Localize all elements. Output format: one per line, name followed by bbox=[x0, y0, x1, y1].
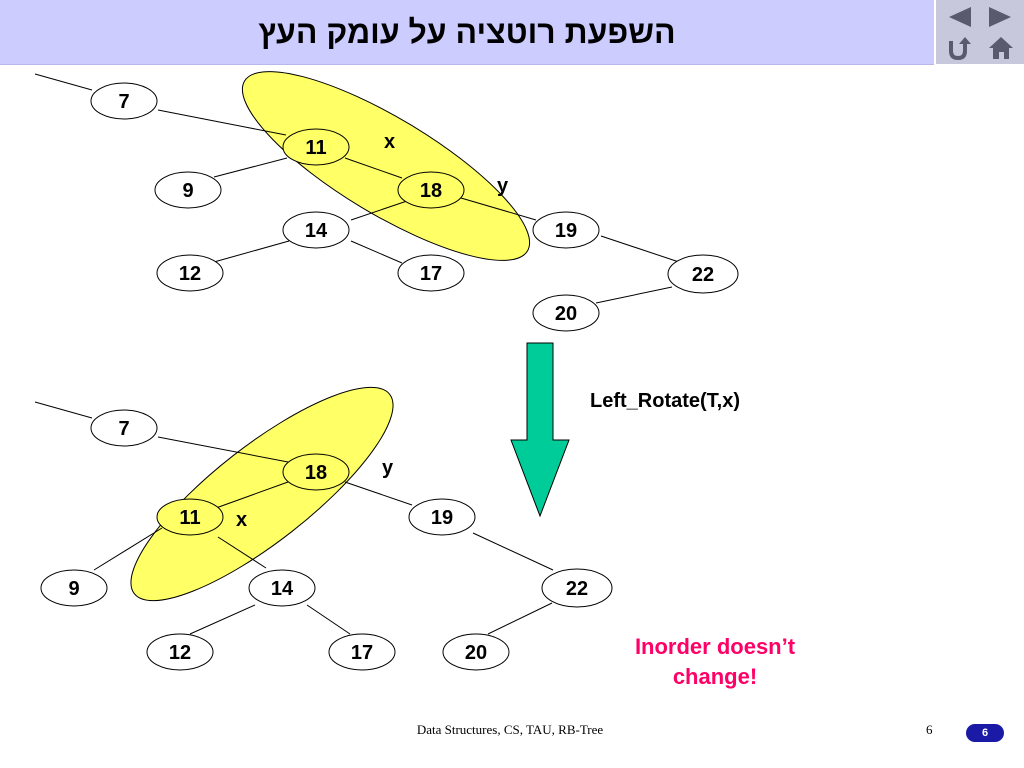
edge bbox=[600, 235, 680, 263]
note-line: change! bbox=[672, 664, 758, 689]
edge bbox=[350, 240, 403, 264]
node-label: 12 bbox=[169, 642, 191, 664]
tree-node: 12 bbox=[156, 254, 224, 292]
tree-node: 14 bbox=[248, 569, 316, 607]
tree-node: 11 bbox=[156, 498, 224, 536]
tree-node: 14 bbox=[282, 211, 350, 249]
edge bbox=[34, 73, 93, 91]
node-label: 20 bbox=[555, 303, 577, 325]
home-button[interactable] bbox=[980, 33, 1022, 63]
node-label: 17 bbox=[351, 642, 373, 664]
node-label: 22 bbox=[566, 578, 588, 600]
tree-node: 9 bbox=[154, 171, 222, 209]
next-slide-button[interactable] bbox=[980, 2, 1022, 32]
nav-panel bbox=[934, 0, 1024, 64]
tree-node: 22 bbox=[667, 254, 739, 294]
highlight-ellipse-after bbox=[130, 386, 394, 602]
tree-node: 20 bbox=[442, 633, 510, 671]
tree-node: 7 bbox=[90, 82, 158, 120]
tag-x: x bbox=[384, 131, 395, 153]
edge bbox=[213, 240, 290, 263]
return-arrow-icon bbox=[949, 37, 971, 61]
edge bbox=[157, 436, 289, 463]
title-bar bbox=[0, 0, 934, 65]
node-label: 19 bbox=[555, 220, 577, 242]
edge bbox=[350, 200, 408, 221]
edge bbox=[34, 401, 93, 419]
tree-node: 9 bbox=[40, 569, 108, 607]
node-label: 11 bbox=[305, 137, 326, 159]
prev-slide-button[interactable] bbox=[938, 2, 980, 32]
edge bbox=[157, 109, 287, 136]
edge bbox=[460, 197, 537, 221]
node-label: 9 bbox=[68, 578, 79, 600]
tree-node: 20 bbox=[532, 294, 600, 332]
node-label: 7 bbox=[118, 91, 129, 113]
tree-node: 11 bbox=[282, 128, 350, 166]
edge bbox=[213, 157, 288, 178]
edge bbox=[189, 604, 256, 635]
node-label: 7 bbox=[118, 418, 129, 440]
edge bbox=[344, 157, 403, 179]
note-line: Inorder doesn’t bbox=[634, 634, 796, 659]
edge bbox=[93, 527, 163, 571]
inorder-note: Inorder doesn’t change! bbox=[600, 632, 830, 692]
tree-node: 7 bbox=[90, 409, 158, 447]
return-button[interactable] bbox=[938, 33, 980, 63]
footer-text: Data Structures, CS, TAU, RB-Tree bbox=[416, 722, 604, 737]
edge bbox=[487, 602, 553, 635]
tree-after: 7 18 11 19 9 14 22 12 bbox=[34, 386, 613, 671]
footer-page-number: 6 bbox=[926, 722, 933, 737]
page-badge: 6 bbox=[966, 724, 1004, 742]
tree-node: 19 bbox=[532, 211, 600, 249]
node-label: 22 bbox=[692, 264, 714, 286]
highlight-ellipse-before bbox=[241, 71, 531, 261]
node-label: 9 bbox=[182, 180, 193, 202]
tree-node: 19 bbox=[408, 498, 476, 536]
edge bbox=[217, 536, 267, 569]
node-label: 12 bbox=[179, 263, 201, 285]
tree-node: 22 bbox=[541, 568, 613, 608]
node-label: 17 bbox=[420, 263, 442, 285]
tag-y: y bbox=[497, 175, 509, 197]
house-icon bbox=[989, 37, 1013, 59]
operation-label: Left_Rotate(T,x) bbox=[590, 390, 741, 412]
node-label: 14 bbox=[271, 578, 294, 600]
tree-node: 17 bbox=[397, 254, 465, 292]
down-arrow-icon bbox=[510, 342, 570, 518]
edge bbox=[472, 532, 554, 571]
edge bbox=[306, 604, 351, 635]
tag-x: x bbox=[236, 509, 247, 531]
node-label: 14 bbox=[305, 220, 328, 242]
node-label: 19 bbox=[431, 507, 453, 529]
edge bbox=[344, 481, 413, 506]
triangle-left-icon bbox=[949, 7, 971, 27]
tag-y: y bbox=[382, 457, 394, 479]
tree-before: 7 11 9 18 14 19 12 17 bbox=[34, 71, 739, 332]
node-label: 11 bbox=[179, 507, 200, 529]
node-label: 20 bbox=[465, 642, 487, 664]
triangle-right-icon bbox=[989, 7, 1011, 27]
tree-node: 18 bbox=[397, 171, 465, 209]
edge bbox=[215, 481, 289, 509]
tree-node: 12 bbox=[146, 633, 214, 671]
node-label: 18 bbox=[420, 180, 442, 202]
node-label: 18 bbox=[305, 462, 327, 484]
tree-node: 18 bbox=[282, 453, 350, 491]
edge bbox=[595, 286, 673, 304]
tree-node: 17 bbox=[328, 633, 396, 671]
slide-title: השפעת רוטציה על עומק העץ bbox=[258, 14, 676, 50]
